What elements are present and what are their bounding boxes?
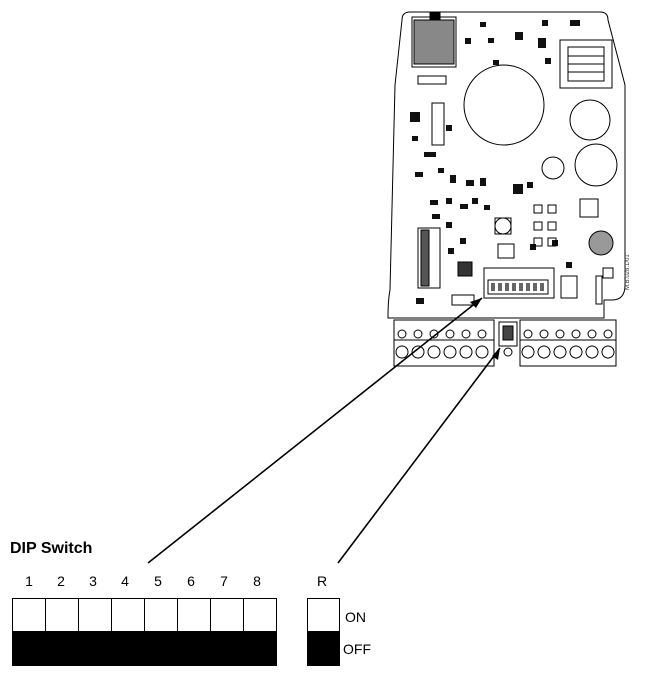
dip-switch-heading: DIP Switch: [10, 540, 93, 557]
off-label: OFF: [343, 641, 371, 657]
side-connector: [431, 102, 445, 146]
reset-switch: [498, 321, 518, 347]
switch-number-1: 1: [25, 573, 33, 589]
dip-pointer-line: [147, 297, 483, 564]
large-capacitor: [463, 64, 545, 146]
right-terminal-block: [519, 319, 617, 367]
round-component-2: [574, 143, 618, 187]
left-terminal-block: [393, 319, 495, 367]
dip-switch-bank: [12, 598, 277, 666]
dip-switch-6[interactable]: [178, 599, 211, 665]
switch-number-4: 4: [121, 573, 129, 589]
figure-code: M.B.028.1/01: [625, 254, 631, 290]
switch-number-5: 5: [154, 573, 162, 589]
reset-pointer-line: [337, 347, 501, 564]
relay: [579, 198, 599, 218]
reset-dip-switch[interactable]: [307, 598, 340, 666]
switch-number-8: 8: [253, 573, 261, 589]
dip-switch-5[interactable]: [145, 599, 178, 665]
switch-number-7: 7: [220, 573, 228, 589]
dip-switch-8[interactable]: [244, 599, 276, 665]
reset-switch-label: R: [316, 573, 328, 589]
switch-number-6: 6: [187, 573, 195, 589]
switch-number-3: 3: [89, 573, 97, 589]
dip-switch-4[interactable]: [112, 599, 145, 665]
round-component-1: [569, 99, 611, 141]
dip-switch-1[interactable]: [13, 599, 46, 665]
dip-switch-2[interactable]: [46, 599, 79, 665]
dip-arrow-head: [470, 298, 482, 308]
round-component-3: [541, 156, 565, 180]
push-button: [494, 217, 512, 235]
dip-switch-3[interactable]: [79, 599, 112, 665]
switch-number-2: 2: [57, 573, 65, 589]
board-outline: [387, 11, 626, 319]
dip-switch-7[interactable]: [211, 599, 244, 665]
on-label: ON: [345, 609, 366, 625]
transformer: [559, 39, 613, 89]
reset-arrow-head: [492, 348, 500, 360]
buzzer: [588, 230, 614, 256]
ribbon-connector: [417, 227, 441, 289]
board-dip-switch: [483, 267, 555, 299]
